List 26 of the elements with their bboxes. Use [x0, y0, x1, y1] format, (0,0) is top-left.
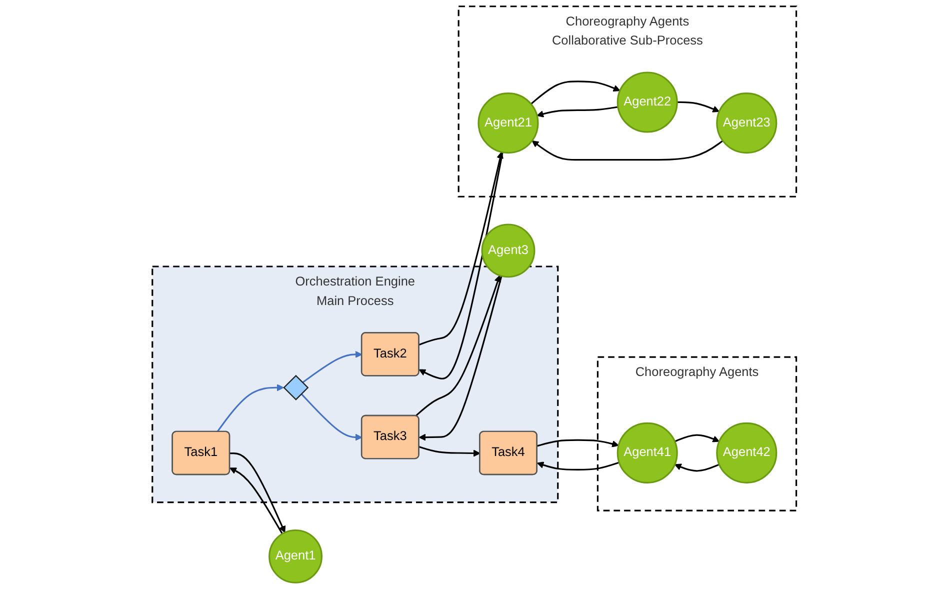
node-circle: Agent3: [481, 224, 536, 278]
arrow: [216, 384, 284, 432]
node-circle: Agent41: [617, 422, 678, 484]
arrow: [300, 393, 362, 441]
arrow: [530, 80, 620, 105]
arrow: [230, 468, 284, 534]
node-circle: Agent23: [716, 92, 778, 154]
node-diamond: [283, 374, 309, 400]
arrow: [537, 439, 620, 448]
arrow: [677, 101, 720, 112]
arrow: [419, 276, 502, 441]
arrow: [415, 275, 502, 417]
arrow: [536, 106, 618, 118]
arrow: [537, 462, 620, 470]
arrow: [302, 350, 362, 384]
arrow: [532, 140, 724, 161]
arrow: [230, 452, 286, 533]
arrow: [419, 446, 480, 457]
node-circle: Agent21: [478, 92, 539, 154]
arrow: [674, 464, 720, 472]
node-circle: Agent1: [268, 529, 323, 584]
arrow: [419, 152, 504, 380]
node-circle: Agent42: [716, 422, 778, 484]
arrow: [419, 152, 504, 346]
node-circle: Agent22: [617, 72, 678, 133]
arrow: [674, 434, 720, 442]
